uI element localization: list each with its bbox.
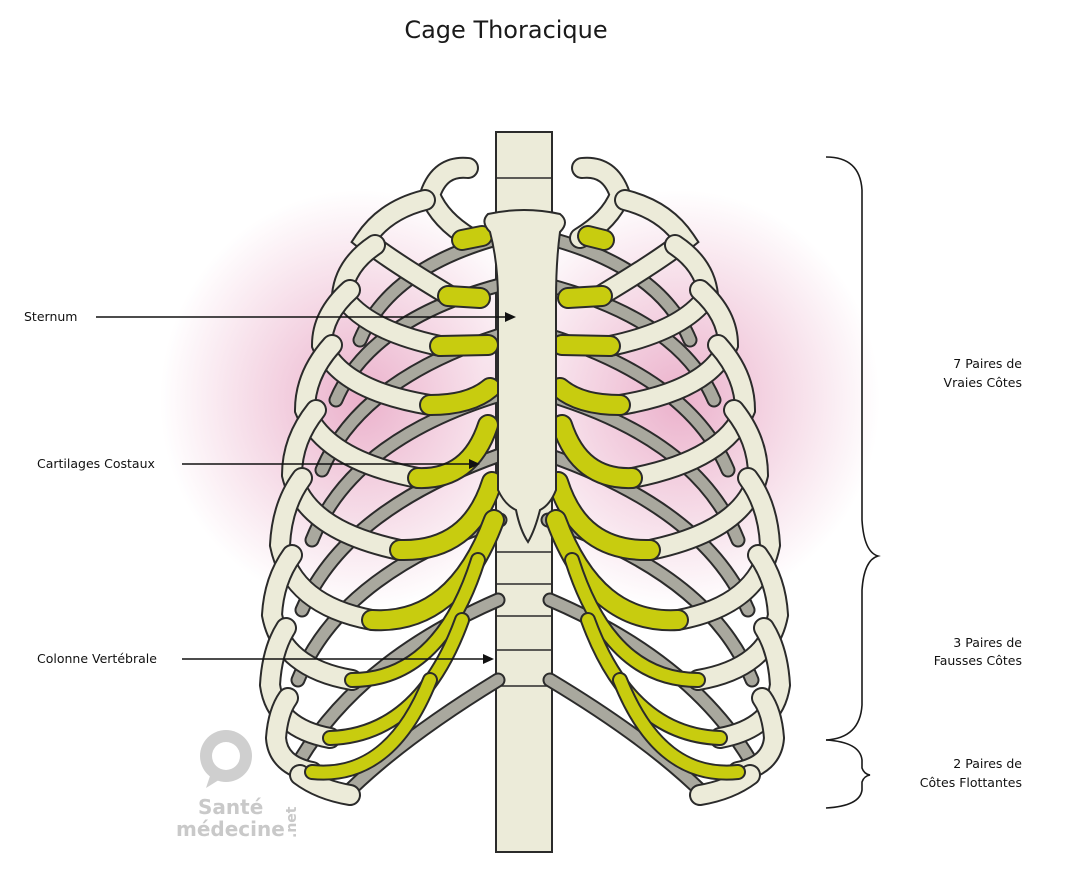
label-fausses-cotes-1: 3 Paires de xyxy=(953,635,1022,650)
diagram-title: Cage Thoracique xyxy=(404,16,607,44)
brace-cotes-flottantes xyxy=(825,739,871,809)
sternum xyxy=(483,209,566,544)
brace-fausses-cotes xyxy=(825,590,863,741)
label-cartilages-costaux: Cartilages Costaux xyxy=(37,456,155,471)
watermark-line2: médecine xyxy=(176,817,285,841)
label-vraies-cotes-2: Vraies Côtes xyxy=(944,375,1022,390)
label-vraies-cotes-1: 7 Paires de xyxy=(953,356,1022,371)
watermark-line3: .net xyxy=(284,806,300,838)
brace-vraies-cotes xyxy=(825,156,881,591)
cartilages-arrowhead xyxy=(469,459,480,469)
label-sternum: Sternum xyxy=(24,309,77,324)
costal-cartilages xyxy=(304,225,746,781)
front-ribs xyxy=(258,156,792,806)
label-cotes-flottantes-1: 2 Paires de xyxy=(953,756,1022,771)
sternum-arrowhead xyxy=(505,312,516,322)
watermark-line1: Santé xyxy=(198,795,263,819)
label-fausses-cotes-2: Fausses Côtes xyxy=(934,653,1022,668)
label-cotes-flottantes-2: Côtes Flottantes xyxy=(920,775,1022,790)
watermark-logo: Santé médecine .net xyxy=(176,730,300,841)
label-colonne-vertebrale: Colonne Vertébrale xyxy=(37,651,157,666)
colonne-arrowhead xyxy=(483,654,494,664)
